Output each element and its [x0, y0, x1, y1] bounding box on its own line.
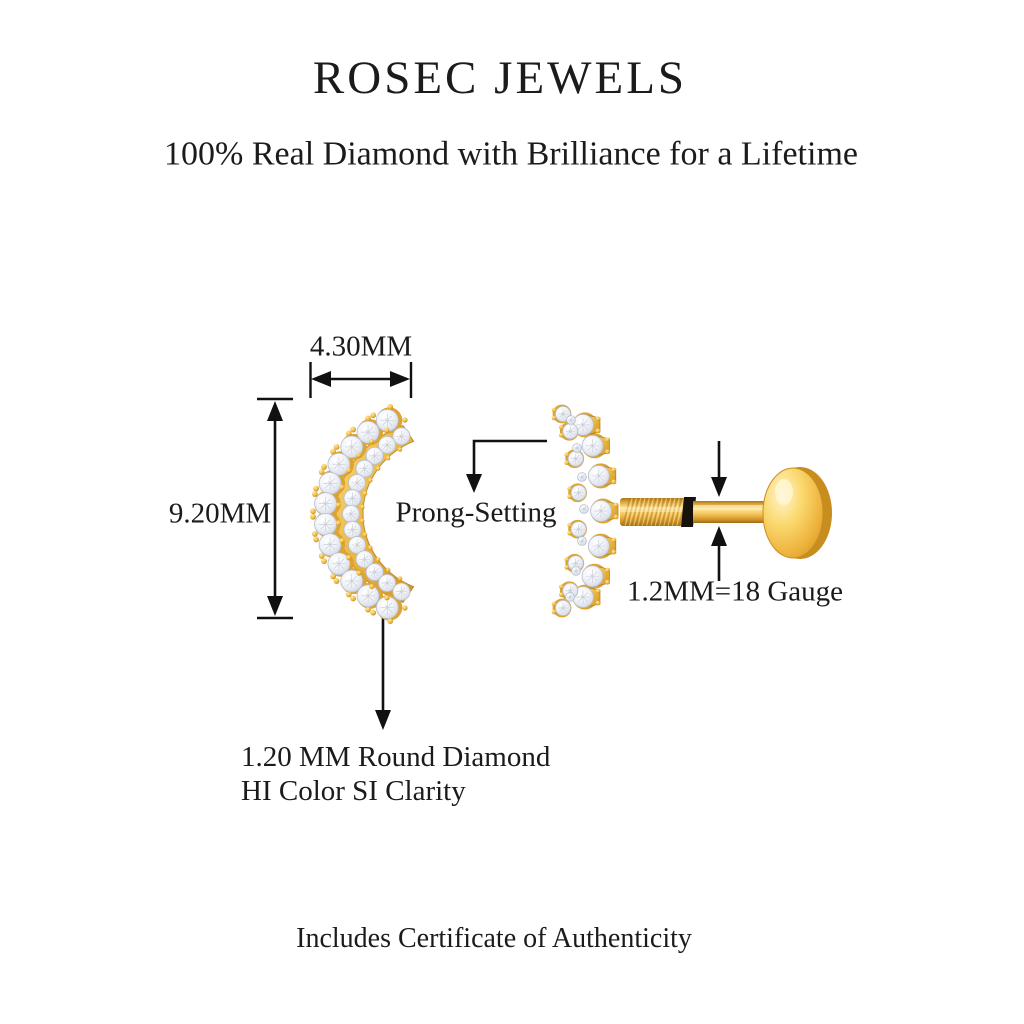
post-gauge-label: 1.2MM=18 Gauge [626, 575, 844, 608]
stone-note: 1.20 MM Round Diamond HI Color SI Clarit… [241, 741, 550, 808]
stone-callout-arrow [375, 616, 391, 730]
height-dimension-arrow [257, 397, 293, 620]
certificate-note: Includes Certificate of Authenticity [296, 922, 692, 954]
width-dimension-label: 4.30MM [309, 330, 413, 363]
earring-front-view [310, 403, 415, 625]
stone-note-line1: 1.20 MM Round Diamond [241, 741, 551, 773]
brand-title: ROSEC JEWELS [312, 51, 688, 104]
earring-side-view [551, 404, 832, 618]
brand-tagline: 100% Real Diamond with Brilliance for a … [164, 135, 858, 173]
prong-setting-arrow [466, 439, 547, 493]
gauge-arrows [711, 441, 727, 581]
stone-note-line2: HI Color SI Clarity [241, 774, 466, 807]
height-dimension-label: 9.20MM [168, 497, 272, 530]
width-dimension-arrow [309, 362, 413, 398]
prong-setting-label: Prong-Setting [395, 496, 557, 529]
